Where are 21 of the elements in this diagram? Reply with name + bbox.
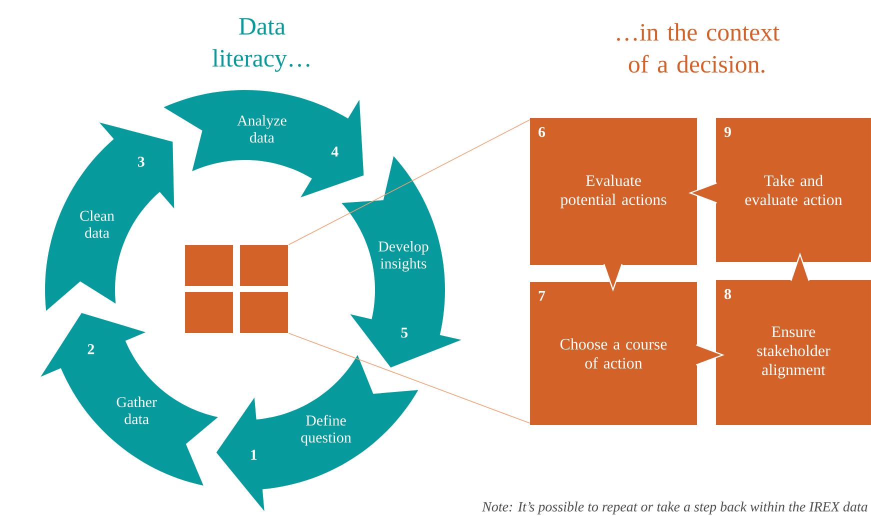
- pointer-arrow: [603, 264, 623, 292]
- cycle-step: Gather data 2: [40, 312, 218, 486]
- note-text: Note: It’s possible to repeat or take a step back within the IREX data: [482, 502, 868, 514]
- step-box: Evaluate potential actions 6: [530, 118, 697, 265]
- leader-line: [288, 332, 530, 424]
- node-label: 4: [331, 146, 338, 157]
- node-label: Analyze data: [237, 115, 286, 143]
- step-box: Choose a course of action 7: [530, 282, 697, 425]
- heading: Data literacy…: [212, 18, 310, 72]
- step-box: Ensure stakeholder alignment 8: [716, 280, 871, 425]
- pointer-arrow: [688, 182, 718, 204]
- cycle-step: Clean data 3: [45, 122, 174, 311]
- cycle-step: Develop insights 5: [342, 156, 462, 368]
- cycle-step: Analyze data 4: [164, 90, 364, 198]
- grid-icon: [185, 244, 288, 333]
- leader-line: [288, 119, 530, 246]
- heading: …in the context of a decision.: [617, 23, 780, 73]
- pointer-arrow: [790, 252, 810, 282]
- pointer-arrow: [696, 344, 724, 366]
- cycle-step: Define question 1: [216, 355, 418, 512]
- step-box: Take and evaluate action 9: [716, 118, 871, 262]
